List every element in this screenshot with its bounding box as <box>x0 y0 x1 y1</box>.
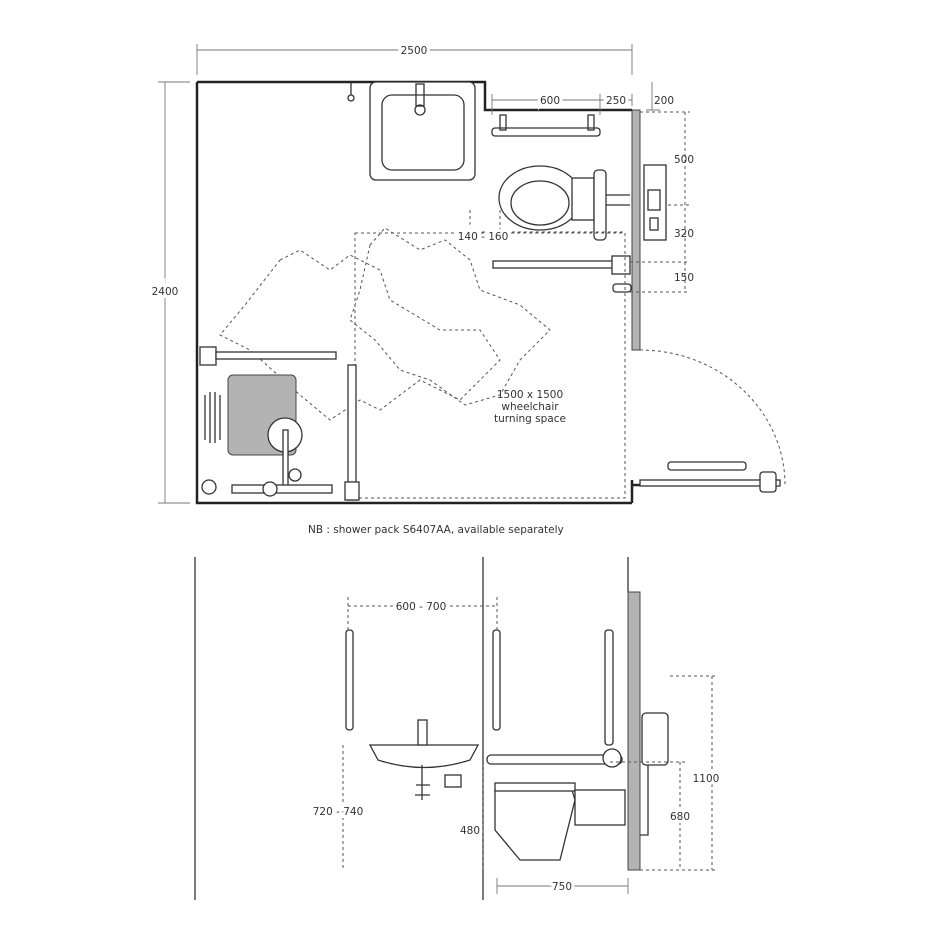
wheelchair-outline-rotated <box>349 227 551 406</box>
dim-rail-spacing: 600 - 700 <box>396 601 447 613</box>
hinged-support-rail <box>492 260 614 269</box>
valve-knob <box>262 481 278 497</box>
coat-hook <box>347 94 355 102</box>
dim-basin-height: 720 - 740 <box>313 806 364 818</box>
floor-drain <box>201 479 217 495</box>
tap-body <box>415 83 425 107</box>
plan-walls <box>195 80 632 505</box>
shower-support-rail <box>215 351 337 360</box>
wc-seat-elevation <box>494 782 576 792</box>
door-swing-arc <box>639 349 786 486</box>
basin-elevation <box>368 744 480 769</box>
door-leaf <box>639 479 781 487</box>
flush-panel <box>643 164 667 241</box>
door-pull-rail <box>667 461 747 471</box>
duct-wall <box>631 109 641 351</box>
basin <box>369 81 476 181</box>
dim-line <box>158 81 190 504</box>
flush-button <box>647 189 661 211</box>
turning-space-outline <box>354 232 626 499</box>
dim-depth: 2400 <box>152 286 179 298</box>
dim-rail-height: 480 <box>460 825 480 837</box>
wc-hinge-bar <box>593 169 607 241</box>
vertical-grab-rail <box>347 364 357 501</box>
dim-wall-offset: 200 <box>654 95 674 107</box>
door-lock <box>759 471 777 493</box>
wc-frame <box>574 789 626 826</box>
elevation-view: 600 - 700 720 - 740 480 750 680 1100 <box>194 557 722 900</box>
dim-rail-length: 600 <box>540 95 560 107</box>
flush-button-small <box>649 217 659 231</box>
basin-trap <box>415 765 430 800</box>
shower-rail-hinge <box>199 346 217 366</box>
dim-line <box>491 94 633 115</box>
rail-hinge-elevation <box>602 748 622 768</box>
wc-seat <box>510 180 570 226</box>
dim-150: 150 <box>674 272 694 284</box>
basin-tap <box>414 104 426 116</box>
dim-500: 500 <box>674 154 694 166</box>
dim-projection: 750 <box>552 881 572 893</box>
rail-bracket <box>499 114 507 131</box>
rail-bracket <box>587 114 595 131</box>
wc-back <box>571 177 595 221</box>
seat-hinge <box>204 392 221 443</box>
turning-space-label: wheelchair <box>501 401 559 413</box>
rail-hinge <box>611 255 631 275</box>
rail-base <box>344 481 360 501</box>
duct-wall-elevation <box>627 591 641 871</box>
basin-tap-elevation <box>417 719 428 746</box>
dim-line <box>347 597 498 630</box>
dim-line <box>610 675 718 871</box>
shower-pack-note: NB : shower pack S6407AA, available sepa… <box>308 524 564 536</box>
dim-line <box>646 82 660 111</box>
dim-line <box>196 44 633 75</box>
turning-space-label: 1500 x 1500 <box>497 389 563 401</box>
hinged-rail-elevation <box>486 754 623 765</box>
basin-grab-rail-left <box>345 629 354 731</box>
dim-line <box>469 210 625 233</box>
basin-grab-rail-right <box>492 629 501 731</box>
dim-rail-offset: 250 <box>606 95 626 107</box>
shower-riser <box>282 429 289 491</box>
valve-knob <box>288 468 302 482</box>
dim-width: 2500 <box>401 45 428 57</box>
dim-line <box>496 878 629 894</box>
dim-seat-height: 680 <box>670 811 690 823</box>
horizontal-grab-rail <box>491 127 601 137</box>
flush-panel-elevation <box>641 712 669 766</box>
wall-hung-wc <box>494 789 576 861</box>
thermostatic-valve <box>444 774 462 788</box>
turning-space-label: turning space <box>494 413 566 425</box>
dim-flush-height: 1100 <box>693 773 720 785</box>
vertical-rail-elevation <box>604 629 614 746</box>
dim-pan-clearance: 140 - 160 <box>458 231 509 243</box>
wc-fixings <box>606 194 630 206</box>
basin-bowl <box>381 94 465 171</box>
dim-line <box>630 111 690 293</box>
flush-pipe <box>640 765 649 836</box>
plan-view: 1500 x 1500 wheelchair turning space 250… <box>149 42 786 536</box>
toilet-roll-holder <box>612 283 632 293</box>
shower-valve <box>231 484 333 494</box>
dim-320: 320 <box>674 228 694 240</box>
